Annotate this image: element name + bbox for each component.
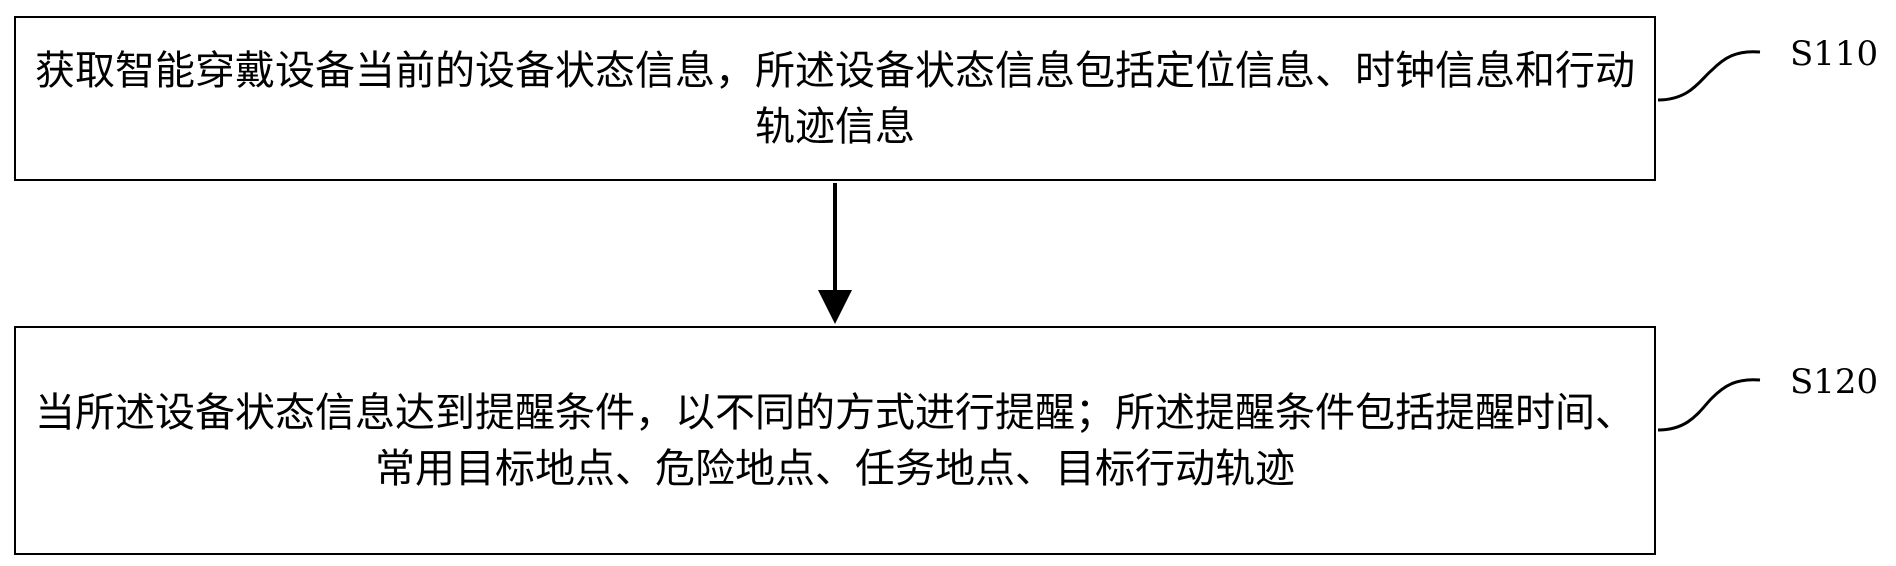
leader-curve-s110 bbox=[1657, 50, 1761, 102]
step-box-s110: 获取智能穿戴设备当前的设备状态信息，所述设备状态信息包括定位信息、时钟信息和行动… bbox=[14, 16, 1656, 181]
flow-arrow-head bbox=[818, 290, 852, 324]
leader-curve-s120 bbox=[1657, 378, 1761, 432]
step-text-s120: 当所述设备状态信息达到提醒条件，以不同的方式进行提醒；所述提醒条件包括提醒时间、… bbox=[35, 389, 1635, 492]
step-label-s120: S120 bbox=[1790, 362, 1879, 402]
step-label-s110: S110 bbox=[1790, 34, 1879, 74]
step-text-s110: 获取智能穿戴设备当前的设备状态信息，所述设备状态信息包括定位信息、时钟信息和行动… bbox=[35, 47, 1635, 150]
step-box-s120: 当所述设备状态信息达到提醒条件，以不同的方式进行提醒；所述提醒条件包括提醒时间、… bbox=[14, 326, 1656, 555]
